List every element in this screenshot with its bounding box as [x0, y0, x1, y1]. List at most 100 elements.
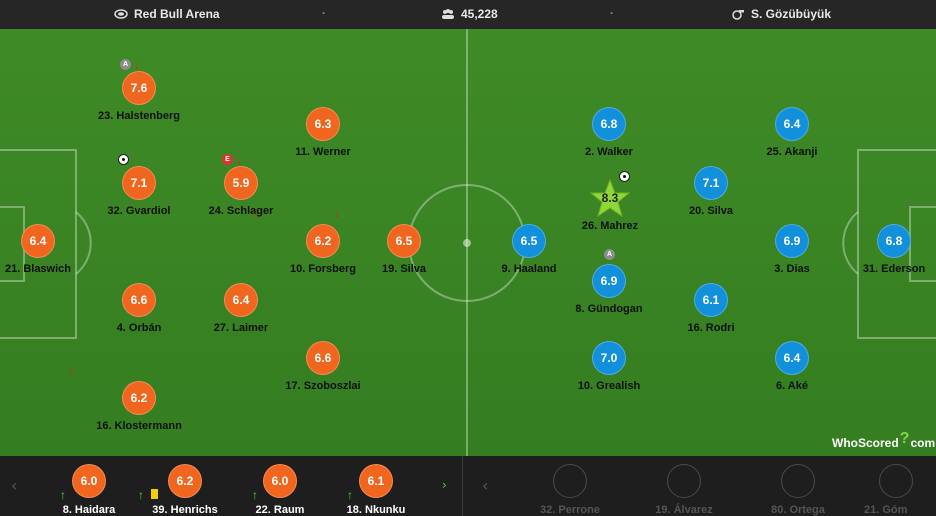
player-name: 21. Góm: [864, 504, 908, 516]
player-name: 39. Henrichs: [152, 504, 218, 516]
player-schlager[interactable]: E ↓ 5.9 24. Schlager: [186, 154, 296, 218]
crowd-icon: [442, 9, 454, 19]
sub-henrichs[interactable]: ↑ 6.2 39. Henrichs: [138, 464, 230, 516]
sub-off-icon: ↓: [253, 206, 259, 220]
logo-text-right: com: [910, 436, 936, 450]
player-badges: [619, 171, 630, 182]
rating-circle: 6.8: [877, 224, 911, 258]
sub-on-icon: ↑: [60, 488, 66, 502]
rating-circle: 7.1: [694, 166, 728, 200]
sub-alvarez[interactable]: 19. Álvarez: [639, 464, 729, 516]
goal-ball-icon: [619, 171, 630, 182]
player-halstenberg[interactable]: A ↓ 7.6 23. Halstenberg: [84, 59, 194, 123]
man-of-the-match-star-icon: 8.3: [590, 179, 630, 217]
player-forsberg[interactable]: ↓ 6.2 10. Forsberg: [253, 207, 378, 275]
player-name: 11. Werner: [295, 146, 351, 158]
stadium-info: Red Bull Arena: [114, 7, 220, 21]
separator-dot: ·: [322, 6, 326, 20]
player-name: 27. Laimer: [213, 322, 269, 334]
separator-dot: ·: [610, 6, 614, 20]
assist-icon: A: [604, 249, 615, 260]
bench-home-next-button[interactable]: ›: [442, 478, 447, 492]
attendance-info: 45,228: [441, 7, 498, 21]
sub-off-icon: ↓: [334, 206, 340, 220]
player-name: 4. Orbán: [116, 322, 162, 334]
player-name: 19. Álvarez: [655, 504, 713, 516]
player-grealish[interactable]: 7.0 10. Grealish: [554, 341, 664, 392]
player-haaland[interactable]: 6.5 9. Haaland: [474, 224, 584, 275]
player-laimer[interactable]: 6.4 27. Laimer: [186, 283, 296, 334]
sub-off-icon: ↓: [69, 363, 75, 377]
player-name: 32. Gvardiol: [107, 205, 171, 217]
stadium-name: Red Bull Arena: [134, 7, 220, 21]
player-werner[interactable]: 6.3 11. Werner: [268, 107, 378, 158]
bench-home-prev-button[interactable]: ‹: [11, 476, 18, 495]
bench-divider: [462, 456, 463, 516]
rating-circle: 6.5: [387, 224, 421, 258]
player-name: 10. Forsberg: [289, 263, 357, 275]
sub-raum[interactable]: ↑ 6.0 22. Raum: [235, 464, 325, 516]
player-name: 2. Walker: [585, 146, 633, 158]
whoscored-logo: WhoScored?com: [832, 430, 936, 452]
referee-info: S. Gözübüyük: [731, 7, 831, 21]
player-silva-home[interactable]: ↓ 6.5 19. Silva: [334, 207, 459, 275]
referee-name: S. Gözübüyük: [751, 7, 832, 21]
player-klostermann[interactable]: ↓ 6.2 16. Klostermann: [69, 364, 194, 432]
player-mahrez[interactable]: 8.3 26. Mahrez: [555, 171, 665, 232]
bench-away-prev-button[interactable]: ‹: [482, 476, 489, 495]
player-gvardiol[interactable]: 7.1 32. Gvardiol: [84, 154, 194, 217]
player-badges: ↓: [334, 206, 340, 220]
rating-circle: 6.4: [224, 283, 258, 317]
rating-circle: 6.9: [592, 264, 626, 298]
player-walker[interactable]: 6.8 2. Walker: [554, 107, 664, 158]
player-name: 8. Gündogan: [575, 303, 643, 315]
player-ederson[interactable]: 6.8 31. Ederson: [839, 224, 936, 275]
player-name: 25. Akanji: [766, 146, 818, 158]
rating-circle: 6.2: [168, 464, 202, 498]
player-name: 17. Szoboszlai: [285, 380, 361, 392]
player-ake[interactable]: 6.4 6. Aké: [737, 341, 847, 392]
sub-haidara[interactable]: ↑ 6.0 8. Haidara: [44, 464, 134, 516]
player-badges: A: [604, 249, 615, 260]
player-name: 19. Silva: [381, 263, 427, 275]
player-szoboszlai[interactable]: 6.6 17. Szoboszlai: [268, 341, 378, 392]
pitch: A ↓ 7.6 23. Halstenberg 7.1 32. Gvardiol…: [0, 29, 936, 456]
player-name: 16. Rodri: [687, 322, 735, 334]
substitutes-bench: ‹ › ‹ ↑ 6.0 8. Haidara ↑ 6.2 39. Henrich…: [0, 456, 936, 516]
rating-circle: 6.5: [512, 224, 546, 258]
player-gundogan[interactable]: A 6.9 8. Gündogan: [554, 249, 664, 315]
player-silva-away[interactable]: 7.1 20. Silva: [656, 166, 766, 217]
empty-rating-circle: [667, 464, 701, 498]
sub-gomez[interactable]: 21. Góm: [856, 464, 936, 516]
player-dias[interactable]: 6.9 3. Dias: [737, 224, 847, 275]
player-badges: [118, 154, 129, 165]
rating-circle: 5.9: [224, 166, 258, 200]
player-badges: ↓: [253, 206, 259, 220]
error-icon: E: [222, 154, 233, 165]
attendance-value: 45,228: [461, 7, 498, 21]
player-name: 18. Nkunku: [346, 504, 406, 516]
sub-on-icon: ↑: [138, 488, 144, 502]
rating-circle: 6.6: [122, 283, 156, 317]
rating-circle: 6.4: [775, 107, 809, 141]
sub-off-icon: ↓: [134, 57, 140, 72]
player-name: 21. Blaswich: [4, 263, 72, 275]
sub-nkunku[interactable]: ↑ 6.1 18. Nkunku: [331, 464, 421, 516]
rating-circle: 7.1: [122, 166, 156, 200]
player-akanji[interactable]: 6.4 25. Akanji: [737, 107, 847, 158]
sub-on-icon: ↑: [347, 488, 353, 502]
rating-circle: 6.3: [306, 107, 340, 141]
player-badges: E ↓: [222, 154, 242, 166]
player-name: 32. Perrone: [540, 504, 600, 516]
player-blaswich[interactable]: 6.4 21. Blaswich: [0, 224, 93, 275]
sub-ortega[interactable]: 80. Ortega: [753, 464, 843, 516]
player-rodri[interactable]: 6.1 16. Rodri: [656, 283, 766, 334]
sub-perrone[interactable]: 32. Perrone: [525, 464, 615, 516]
rating-circle: 6.2: [122, 381, 156, 415]
player-name: 20. Silva: [688, 205, 734, 217]
logo-text-left: WhoScored: [832, 436, 899, 450]
assist-icon: A: [120, 59, 131, 70]
player-orban[interactable]: 6.6 4. Orbán: [84, 283, 194, 334]
player-name: 23. Halstenberg: [98, 110, 180, 122]
player-name: 8. Haidara: [62, 504, 116, 516]
